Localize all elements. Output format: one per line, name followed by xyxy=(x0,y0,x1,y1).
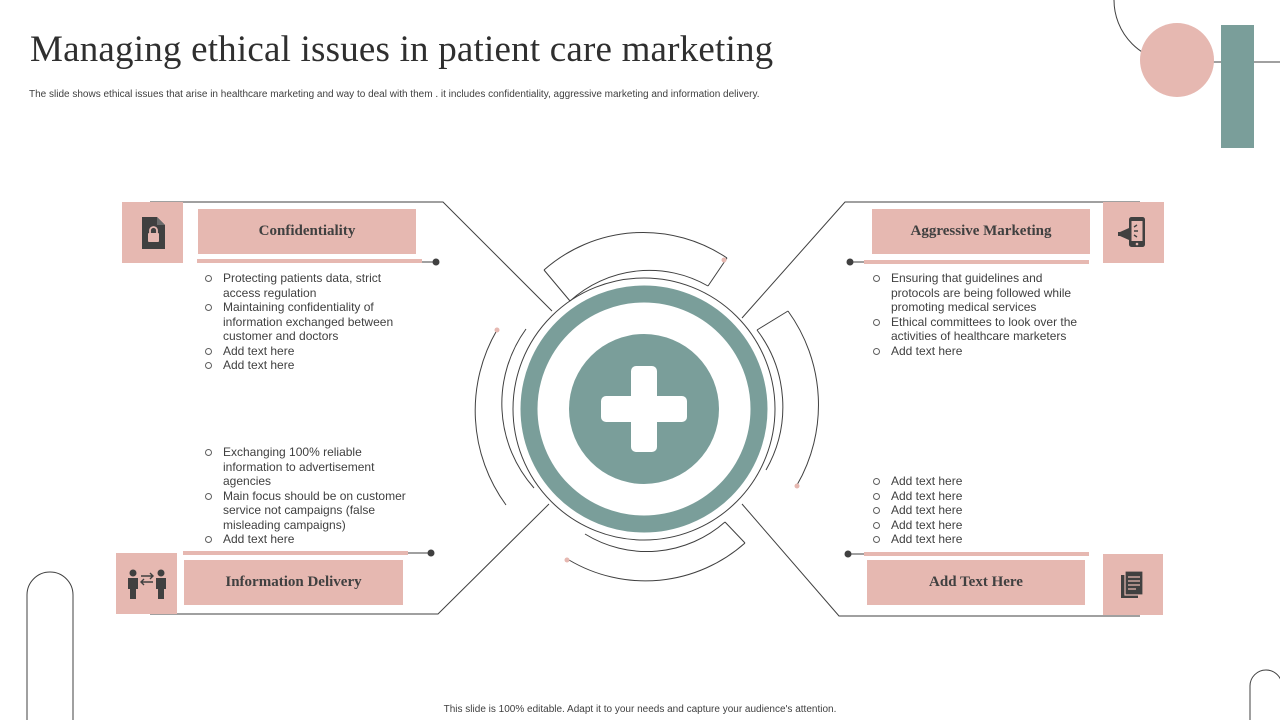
confidentiality-label: Confidentiality xyxy=(198,209,416,254)
list-item: Add text here xyxy=(871,532,1086,547)
list-item: Ensuring that guidelines and protocols a… xyxy=(871,271,1086,315)
label-underline xyxy=(183,551,408,555)
people-exchange-icon xyxy=(127,569,166,599)
list-item: Protecting patients data, strict access … xyxy=(203,271,418,300)
center-teal-ring xyxy=(520,285,768,533)
list-item: Add text here xyxy=(871,503,1086,518)
medical-cross-icon xyxy=(601,366,687,452)
arc-right-inner xyxy=(756,329,784,471)
list-item: Ethical committees to look over the acti… xyxy=(871,315,1086,344)
connector-dot xyxy=(427,549,435,557)
list-item: Main focus should be on customer service… xyxy=(203,489,418,533)
phone-megaphone-icon xyxy=(1117,216,1145,247)
connector-dot xyxy=(846,258,854,266)
page-footer: This slide is 100% editable. Adapt it to… xyxy=(443,704,837,715)
add-text-here-icon-box xyxy=(1103,554,1163,615)
arc-left xyxy=(474,329,507,506)
aggressive-marketing-icon-box xyxy=(1103,202,1164,263)
right-arch-decoration xyxy=(1249,669,1280,720)
arc-dot xyxy=(794,483,800,489)
list-item: Maintaining confidentiality of informati… xyxy=(203,300,418,344)
connector-dot xyxy=(844,550,852,558)
arc-dot xyxy=(494,327,500,333)
page-subtitle: The slide shows ethical issues that aris… xyxy=(29,89,760,100)
connector-top-right xyxy=(741,201,1140,319)
list-item: Add text here xyxy=(203,532,418,547)
arc-dot xyxy=(721,257,727,263)
arc-left-inner xyxy=(501,328,535,489)
arc-right xyxy=(787,310,819,486)
arc-top xyxy=(543,231,728,271)
label-underline xyxy=(864,260,1089,264)
list-item: Add text here xyxy=(203,344,418,359)
information-delivery-bullets: Exchanging 100% reliable information to … xyxy=(203,445,418,547)
arc-right-cap xyxy=(756,310,789,331)
arc-top-caps xyxy=(543,257,728,302)
document-lock-icon xyxy=(141,216,165,249)
list-item: Add text here xyxy=(871,489,1086,504)
list-item: Exchanging 100% reliable information to … xyxy=(203,445,418,489)
corner-bar-decoration xyxy=(1221,25,1254,148)
list-item: Add text here xyxy=(871,474,1086,489)
connector-bottom-right xyxy=(741,503,1140,617)
arc-bottom xyxy=(568,542,746,582)
list-item: Add text here xyxy=(871,344,1086,359)
page-title: Managing ethical issues in patient care … xyxy=(30,29,774,70)
arc-bottom-inner xyxy=(584,521,726,552)
center-outer-ring xyxy=(512,277,776,541)
confidentiality-icon-box xyxy=(122,202,183,263)
connector-dot xyxy=(432,258,440,266)
add-text-here-label: Add Text Here xyxy=(867,560,1085,605)
arc-dot xyxy=(564,557,570,563)
documents-icon xyxy=(1121,569,1144,598)
confidentiality-bullets: Protecting patients data, strict access … xyxy=(203,271,418,373)
label-underline xyxy=(864,552,1089,556)
connector-bottom-left xyxy=(150,503,550,615)
aggressive-marketing-label: Aggressive Marketing xyxy=(872,209,1090,254)
corner-circle-decoration xyxy=(1140,23,1214,97)
list-item: Add text here xyxy=(203,358,418,373)
information-delivery-icon-box xyxy=(116,553,177,614)
label-underline xyxy=(197,259,422,263)
left-arch-decoration xyxy=(26,571,74,720)
list-item: Add text here xyxy=(871,518,1086,533)
arc-top-inner xyxy=(569,269,709,302)
add-text-here-bullets: Add text here Add text here Add text her… xyxy=(871,474,1086,547)
arc-bottom-cap xyxy=(724,521,746,544)
connector-top-left xyxy=(150,201,553,312)
information-delivery-label: Information Delivery xyxy=(184,560,403,605)
aggressive-marketing-bullets: Ensuring that guidelines and protocols a… xyxy=(871,271,1086,358)
